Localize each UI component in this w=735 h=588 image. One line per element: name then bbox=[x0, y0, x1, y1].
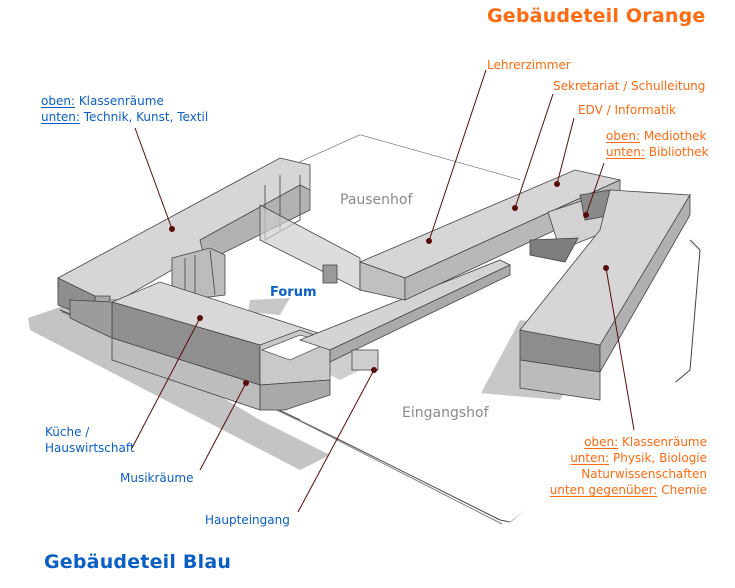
building-orange-right-wing bbox=[519, 189, 691, 401]
place-forum: Forum bbox=[270, 285, 317, 300]
label-sekretariat: Sekretariat / Schulleitung bbox=[553, 79, 706, 93]
eingangshof-area bbox=[300, 380, 690, 522]
label-key: unten gegenüber: bbox=[549, 483, 658, 497]
label-key: unten: bbox=[570, 451, 610, 465]
label-haupteingang: Haupteingang bbox=[205, 513, 290, 527]
label-klassenraeume-technik: oben: Klassenräume unten: Technik, Kunst… bbox=[41, 93, 208, 125]
pausenhof-area bbox=[260, 135, 520, 270]
label-value: Technik, Kunst, Textil bbox=[79, 110, 209, 124]
leader-dots bbox=[169, 181, 609, 386]
label-key: oben: bbox=[41, 94, 75, 108]
label-key: oben: bbox=[606, 129, 640, 143]
stair-tower bbox=[171, 247, 226, 301]
title-orange-section: Gebäudeteil Orange bbox=[487, 5, 706, 27]
label-edv-informatik: EDV / Informatik bbox=[578, 103, 676, 117]
label-kueche-hauswirtschaft: Küche / Hauswirtschaft bbox=[45, 424, 135, 456]
label-value: Bibliothek bbox=[644, 145, 709, 159]
label-value: Klassenräume bbox=[618, 435, 707, 449]
label-line: Hauswirtschaft bbox=[45, 441, 135, 455]
label-value: Physik, Biologie bbox=[609, 451, 707, 465]
glass-corridor bbox=[259, 204, 361, 291]
label-lehrerzimmer: Lehrerzimmer bbox=[487, 58, 571, 72]
label-key: unten: bbox=[606, 145, 645, 159]
place-eingangshof: Eingangshof bbox=[402, 405, 489, 421]
label-musikraeume: Musikräume bbox=[120, 471, 194, 485]
label-line: Küche / bbox=[45, 425, 90, 439]
title-blue-section: Gebäudeteil Blau bbox=[44, 551, 232, 573]
label-line: Naturwissenschaften bbox=[581, 467, 707, 481]
label-value: Mediothek bbox=[640, 129, 707, 143]
label-value: Klassenräume bbox=[75, 94, 164, 108]
label-key: oben: bbox=[584, 435, 619, 449]
label-mediothek-bibliothek: oben: Mediothek unten: Bibliothek bbox=[606, 128, 709, 160]
leader-lines bbox=[131, 69, 635, 513]
label-key: unten: bbox=[41, 110, 80, 124]
building-blue-front-block bbox=[69, 281, 342, 411]
label-value: Chemie bbox=[657, 483, 707, 497]
label-naturwissenschaften: oben: Klassenräume unten: Physik, Biolog… bbox=[550, 434, 707, 498]
building-orange-central bbox=[358, 169, 622, 301]
place-pausenhof: Pausenhof bbox=[340, 192, 413, 208]
